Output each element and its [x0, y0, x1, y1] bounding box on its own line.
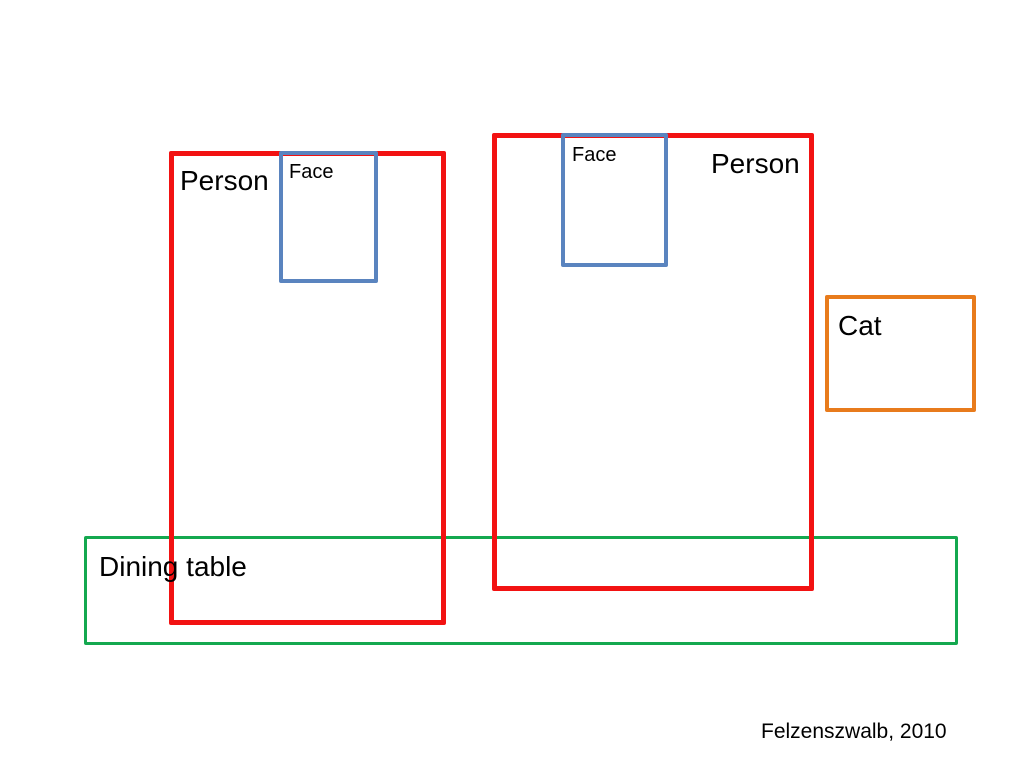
citation-credit: Felzenszwalb, 2010: [761, 720, 947, 743]
face-right-label: Face: [572, 144, 617, 166]
face-right-bounding-box: [561, 133, 668, 267]
dining-table-bounding-box: [84, 536, 958, 645]
person-left-label: Person: [180, 165, 269, 196]
cat-label: Cat: [838, 310, 882, 341]
face-left-label: Face: [289, 161, 334, 183]
dining-table-label: Dining table: [99, 551, 247, 582]
cat-bounding-box: [825, 295, 976, 412]
person-right-label: Person: [711, 148, 800, 179]
face-left-bounding-box: [279, 151, 378, 283]
